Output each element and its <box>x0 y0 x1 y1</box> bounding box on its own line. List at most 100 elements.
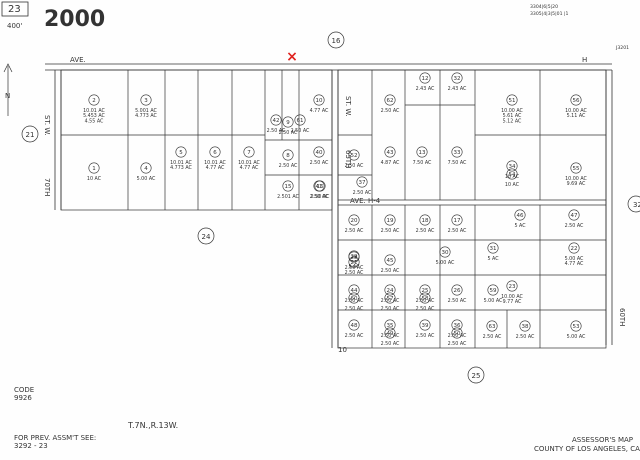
map-sheet-21[interactable]: 21 <box>21 125 39 143</box>
parcel-circle[interactable] <box>568 242 580 254</box>
parcel-circle[interactable] <box>451 327 463 339</box>
location-marker-icon[interactable]: × <box>286 49 298 65</box>
parcel-circle[interactable] <box>140 162 152 174</box>
parcel-26[interactable]: 262.50 AC <box>448 284 467 304</box>
parcel-circle[interactable] <box>384 284 396 296</box>
parcel-35[interactable]: 352.50 AC <box>381 319 400 339</box>
map-sheet-25[interactable]: 25 <box>467 366 485 384</box>
parcel-33[interactable]: 337.50 AC <box>448 146 467 166</box>
parcel-58[interactable]: 582.50 AC <box>416 292 435 312</box>
parcel-circle[interactable] <box>313 146 325 158</box>
parcel-circle[interactable] <box>487 242 499 254</box>
parcel-20[interactable]: 202.50 AC <box>345 214 364 234</box>
parcel-circle[interactable] <box>282 180 294 192</box>
parcel-25[interactable]: 252.50 AC <box>416 284 435 304</box>
parcel-circle[interactable] <box>384 327 396 339</box>
parcel-circle[interactable] <box>348 149 360 161</box>
parcel-circle[interactable] <box>384 146 396 158</box>
parcel-circle[interactable] <box>88 162 100 174</box>
parcel-46[interactable]: 465 AC <box>514 209 526 229</box>
parcel-circle[interactable] <box>419 319 431 331</box>
parcel-3[interactable]: 35.001 AC4.773 AC <box>135 94 158 119</box>
parcel-41[interactable]: 412.50 AC <box>310 180 329 200</box>
parcel-circle[interactable] <box>419 72 431 84</box>
parcel-50[interactable]: 502.50 AC <box>448 327 467 347</box>
parcel-circle[interactable] <box>384 292 396 304</box>
parcel-40[interactable]: 402.50 AC <box>310 146 329 166</box>
parcel-circle[interactable] <box>348 256 360 268</box>
parcel-22[interactable]: 225.00 AC4.77 AC <box>565 242 584 267</box>
parcel-circle[interactable] <box>348 319 360 331</box>
parcel-circle[interactable] <box>356 176 368 188</box>
parcel-circle[interactable] <box>348 284 360 296</box>
parcel-circle[interactable] <box>416 146 428 158</box>
parcel-circle[interactable] <box>88 94 100 106</box>
parcel-circle[interactable] <box>348 250 360 262</box>
parcel-circle[interactable] <box>506 94 518 106</box>
parcel-circle[interactable] <box>506 280 518 292</box>
parcel-59[interactable]: 595.00 AC <box>484 284 503 304</box>
parcel-2[interactable]: 210.01 AC5.453 AC4.55 AC <box>83 94 106 125</box>
parcel-15[interactable]: 152.501 AC <box>277 180 300 200</box>
parcel-42[interactable]: 422.50 AC <box>267 114 286 134</box>
parcel-57[interactable]: 572.50 AC <box>381 292 400 312</box>
parcel-49[interactable]: 492.50 AC <box>381 327 400 347</box>
parcel-circle[interactable] <box>486 320 498 332</box>
parcel-53[interactable]: 535.00 AC <box>567 320 586 340</box>
parcel-17[interactable]: 172.50 AC <box>448 214 467 234</box>
parcel-circle[interactable] <box>451 146 463 158</box>
parcel-circle[interactable] <box>384 214 396 226</box>
parcel-29[interactable]: 295 AC <box>348 250 360 270</box>
parcel-circle[interactable] <box>243 146 255 158</box>
parcel-circle[interactable] <box>570 320 582 332</box>
parcel-circle[interactable] <box>506 168 518 180</box>
parcel-37[interactable]: 372.50 AC <box>353 176 372 196</box>
parcel-47[interactable]: 472.50 AC <box>565 209 584 229</box>
parcel-circle[interactable] <box>282 116 294 128</box>
parcel-8[interactable]: 82.50 AC <box>279 149 298 169</box>
parcel-circle[interactable] <box>451 319 463 331</box>
parcel-43[interactable]: 434.87 AC <box>381 146 400 166</box>
parcel-circle[interactable] <box>175 146 187 158</box>
parcel-45[interactable]: 452.50 AC <box>381 254 400 274</box>
parcel-circle[interactable] <box>506 160 518 172</box>
parcel-60[interactable]: 602.50 AC <box>345 292 364 312</box>
parcel-circle[interactable] <box>313 180 325 192</box>
parcel-4[interactable]: 45.00 AC <box>137 162 156 182</box>
parcel-circle[interactable] <box>313 94 325 106</box>
parcel-61[interactable]: 612.50 AC <box>291 114 310 134</box>
parcel-circle[interactable] <box>282 149 294 161</box>
parcel-circle[interactable] <box>140 94 152 106</box>
parcel-9[interactable]: 92.50 AC <box>279 116 298 136</box>
parcel-32[interactable]: 322.43 AC <box>448 72 467 92</box>
parcel-39[interactable]: 392.50 AC <box>416 319 435 339</box>
parcel-5[interactable]: 510.01 AC4.773 AC <box>170 146 193 171</box>
parcel-62[interactable]: 622.50 AC <box>381 94 400 114</box>
parcel-circle[interactable] <box>384 319 396 331</box>
parcel-44[interactable]: 442.50 AC <box>345 284 364 304</box>
parcel-circle[interactable] <box>487 284 499 296</box>
parcel-circle[interactable] <box>451 284 463 296</box>
parcel-circle[interactable] <box>451 72 463 84</box>
parcel-36[interactable]: 362.50 AC <box>448 319 467 339</box>
parcel-21[interactable]: 212.50 AC <box>345 256 364 276</box>
parcel-circle[interactable] <box>514 209 526 221</box>
parcel-7[interactable]: 710.01 AC4.77 AC <box>238 146 261 171</box>
parcel-31[interactable]: 315 AC <box>487 242 499 262</box>
parcel-circle[interactable] <box>419 292 431 304</box>
parcel-circle[interactable] <box>570 162 582 174</box>
parcel-circle[interactable] <box>519 320 531 332</box>
parcel-circle[interactable] <box>451 214 463 226</box>
map-sheet-16[interactable]: 16 <box>327 31 345 49</box>
parcel-24[interactable]: 242.50 AC <box>381 284 400 304</box>
parcel-circle[interactable] <box>384 254 396 266</box>
parcel-12[interactable]: 122.43 AC <box>416 72 435 92</box>
parcel-18[interactable]: 182.50 AC <box>416 214 435 234</box>
parcel-circle[interactable] <box>570 94 582 106</box>
parcel-circle[interactable] <box>439 246 451 258</box>
parcel-63[interactable]: 632.50 AC <box>483 320 502 340</box>
